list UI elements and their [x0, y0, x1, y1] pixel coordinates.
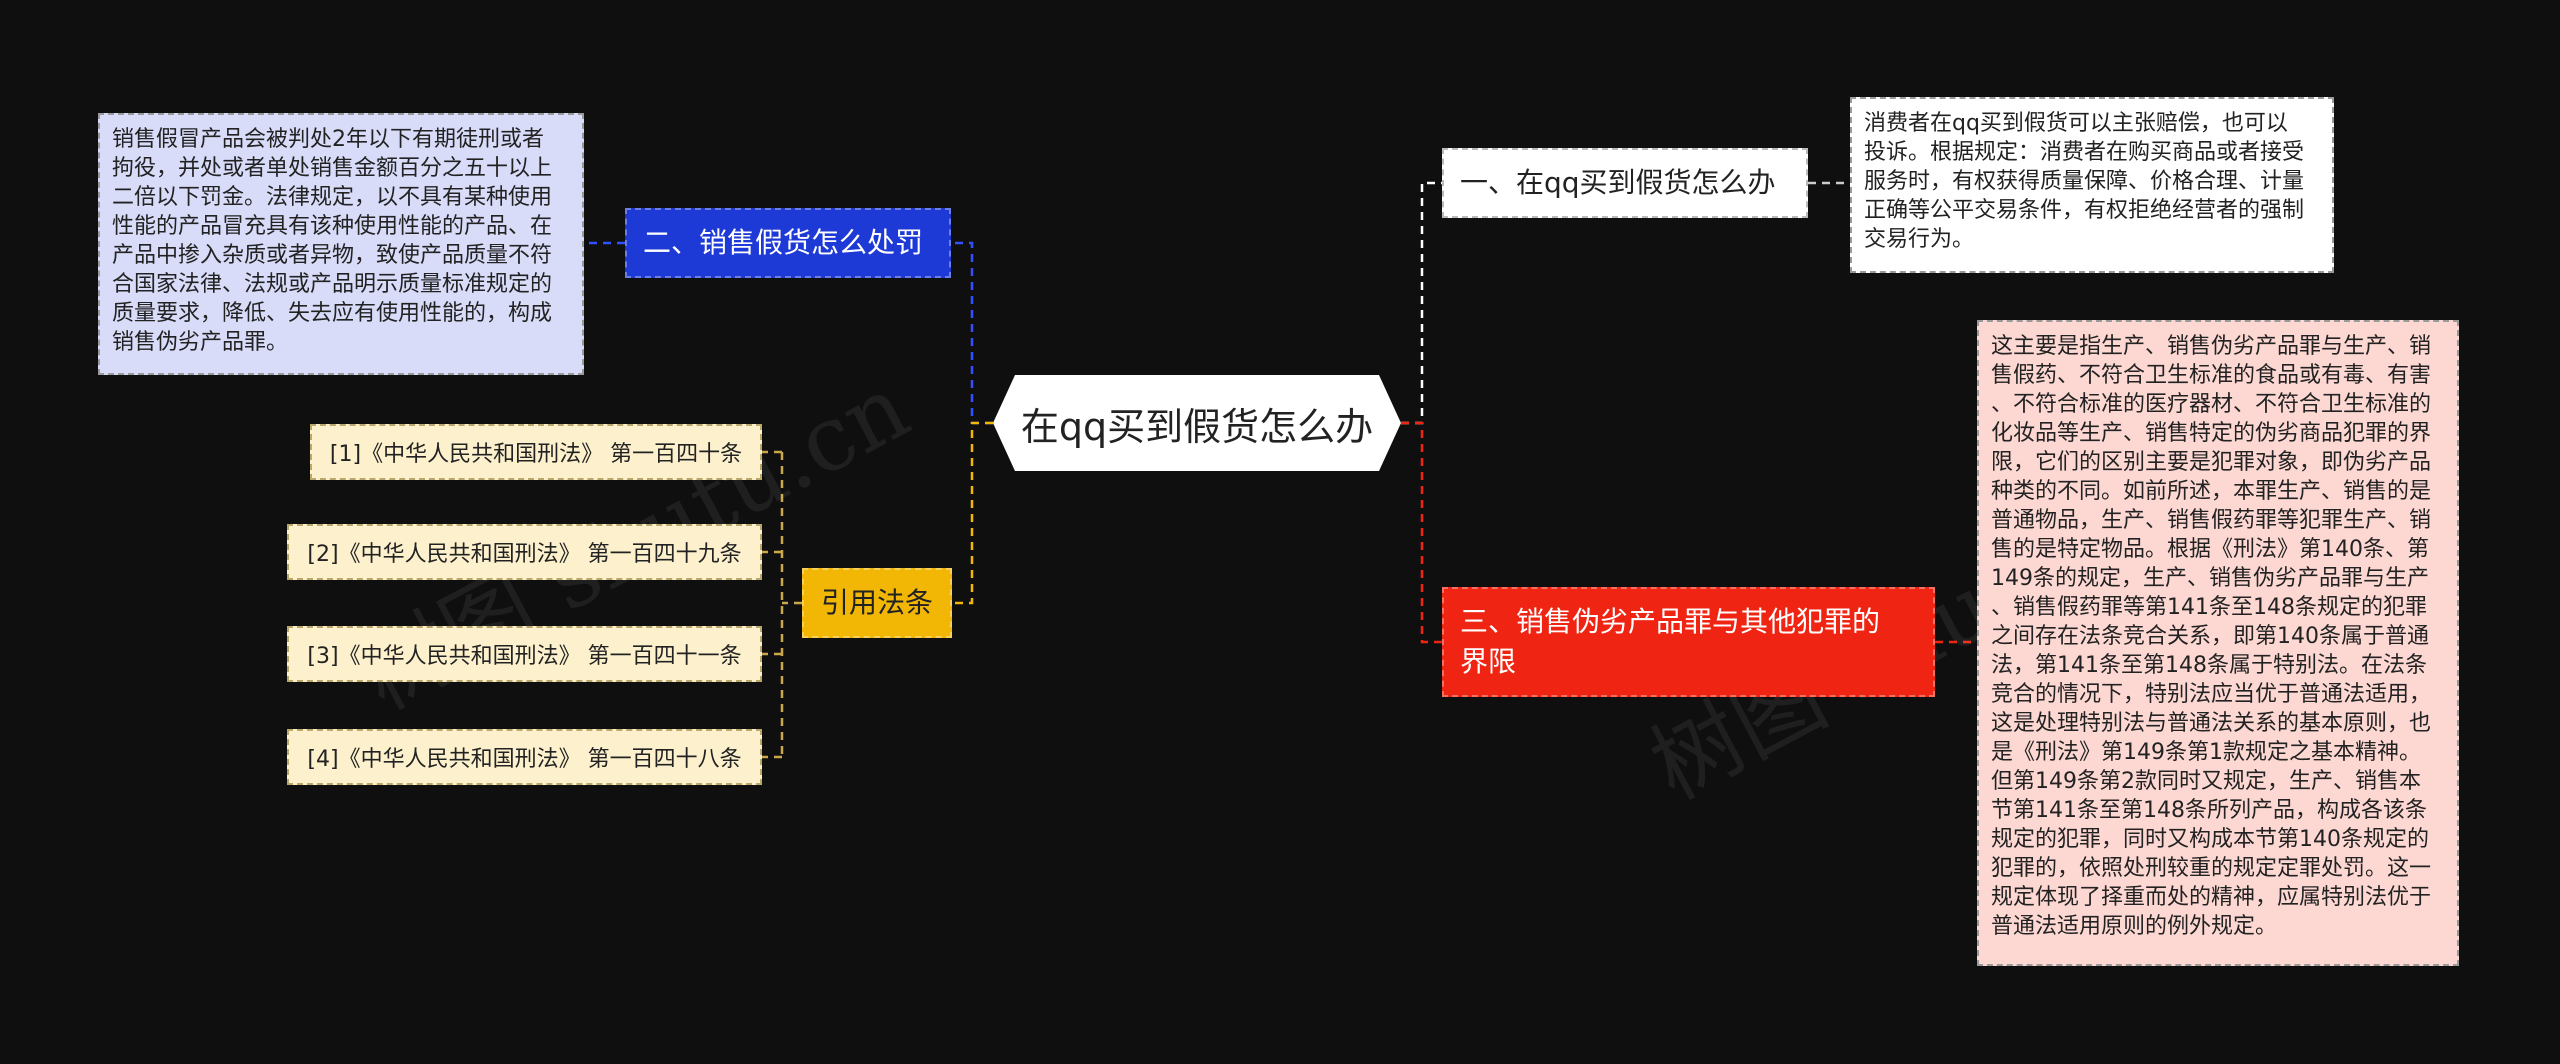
- citation-item[interactable]: [4]《中华人民共和国刑法》 第一百四十八条: [287, 729, 762, 785]
- central-topic-label: 在qq买到假货怎么办: [1020, 404, 1374, 449]
- branch-label: 引用法条: [820, 586, 933, 619]
- link-b4-citations: [762, 450, 802, 759]
- leaf-note-boundary: 这主要是指生产、销售伪劣产品罪与生产、销 售假药、不符合卫生标准的食品或有毒、有…: [1977, 320, 2459, 966]
- citation-item[interactable]: [2]《中华人民共和国刑法》 第一百四十九条: [287, 524, 762, 580]
- link-center-b3: [1401, 421, 1442, 644]
- citation-label: [1]《中华人民共和国刑法》 第一百四十条: [329, 442, 743, 467]
- link-center-b1: [1401, 181, 1442, 425]
- branch-label: 一、在qq买到假货怎么办: [1460, 166, 1776, 199]
- link-center-b4: [952, 421, 993, 605]
- leaf-note-compensation: 消费者在qq买到假货可以主张赔偿，也可以 投诉。根据规定：消费者在购买商品或者接…: [1850, 97, 2334, 273]
- branch-label: 三、销售伪劣产品罪与其他犯罪的 界限: [1460, 605, 1881, 678]
- citation-label: [4]《中华人民共和国刑法》 第一百四十八条: [307, 747, 742, 772]
- central-topic[interactable]: 在qq买到假货怎么办: [993, 375, 1401, 471]
- link-center-b2: [951, 241, 993, 425]
- citation-label: [2]《中华人民共和国刑法》 第一百四十九条: [307, 542, 742, 567]
- branch-how-to-handle[interactable]: 一、在qq买到假货怎么办: [1442, 148, 1808, 218]
- branch-punishment[interactable]: 二、销售假货怎么处罚: [625, 208, 951, 278]
- branch-crime-boundary[interactable]: 三、销售伪劣产品罪与其他犯罪的 界限: [1442, 587, 1935, 697]
- leaf-note-punishment: 销售假冒产品会被判处2年以下有期徒刑或者 拘役，并处或者单处销售金额百分之五十以…: [98, 113, 584, 375]
- citation-label: [3]《中华人民共和国刑法》 第一百四十一条: [307, 644, 742, 669]
- citation-item[interactable]: [3]《中华人民共和国刑法》 第一百四十一条: [287, 626, 762, 682]
- citation-item[interactable]: [1]《中华人民共和国刑法》 第一百四十条: [310, 424, 762, 480]
- branch-label: 二、销售假货怎么处罚: [643, 226, 924, 259]
- branch-cited-laws[interactable]: 引用法条: [802, 568, 952, 638]
